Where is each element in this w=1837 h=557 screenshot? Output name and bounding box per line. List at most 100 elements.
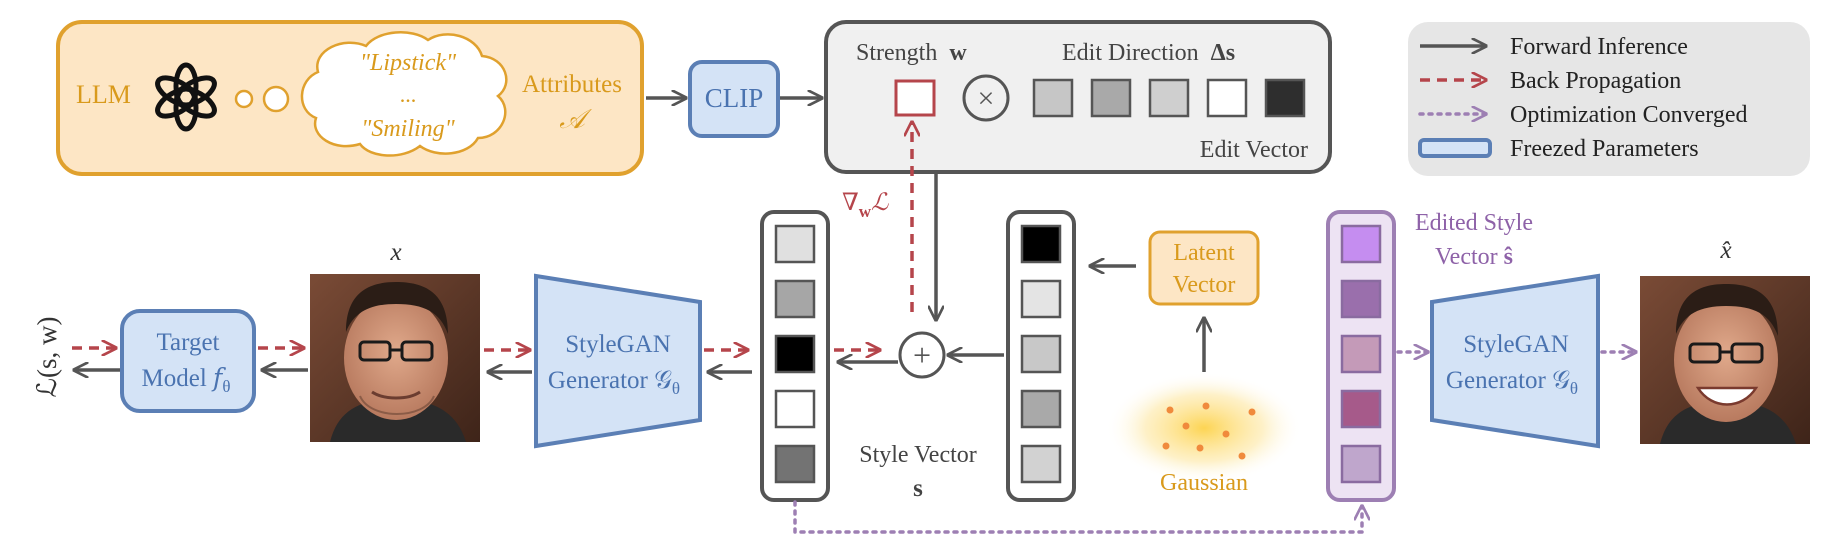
target-model-line1: Target <box>156 329 219 356</box>
edit-vector-panel: Strength w Edit Direction Δs × Edit Vect… <box>824 20 1332 174</box>
gradient-loss: ℒ <box>871 190 889 216</box>
openai-logo-icon <box>155 62 217 132</box>
clip-label: CLIP <box>705 83 764 113</box>
attributes-label: Attributes <box>522 71 622 98</box>
latent-style-cells <box>1020 224 1062 484</box>
latent-cell-4 <box>1020 389 1062 429</box>
style-vector-cell-2 <box>774 279 816 319</box>
legend: Forward Inference Back Propagation Optim… <box>1408 22 1810 176</box>
edit-direction-cell-1 <box>1032 78 1074 118</box>
mouth-shape <box>371 390 421 400</box>
generator-left-sub: θ <box>672 379 680 398</box>
legend-converged-label: Optimization Converged <box>1510 102 1748 128</box>
face-shape <box>344 296 448 420</box>
svg-text:Edit Direction Δs: Edit Direction Δs <box>1062 40 1235 66</box>
output-image-label: x̂ <box>1719 237 1731 264</box>
style-vector-cell-3 <box>774 334 816 374</box>
strength-symbol: w <box>949 40 967 66</box>
shirt-shape <box>330 398 466 442</box>
edited-style-cells <box>1340 224 1382 484</box>
svg-text:Strength w: Strength w <box>856 40 967 66</box>
cloud-line-1: "Lipstick" <box>360 50 457 76</box>
edited-style-cell-4 <box>1340 389 1382 429</box>
llm-panel: LLM "Lipstick" ... "Smiling" Attributes … <box>56 20 644 176</box>
gradient-symbol: ∇ <box>842 190 859 216</box>
input-image-label: x <box>389 239 401 266</box>
thought-bubble-medium <box>262 85 290 113</box>
legend-freezed-label: Freezed Parameters <box>1510 136 1699 162</box>
direction-label: Edit Direction <box>1062 40 1199 66</box>
generator-right-sub: θ <box>1570 379 1578 398</box>
edit-direction-cells <box>1032 78 1306 118</box>
legend-box <box>1408 22 1810 176</box>
edit-direction-cell-5 <box>1264 78 1306 118</box>
style-vector-cell-1 <box>774 224 816 264</box>
svg-text:Generator 𝒢θ: Generator 𝒢θ <box>1446 367 1578 398</box>
edited-style-cell-1 <box>1340 224 1382 264</box>
style-vector-cell-5 <box>774 444 816 484</box>
latent-vector-line1: Latent <box>1173 240 1235 266</box>
latent-vector-box: Latent Vector <box>1148 230 1260 306</box>
hair-shape <box>346 282 448 334</box>
cloud-line-2: ... <box>400 82 417 107</box>
multiply-symbol: × <box>978 82 995 115</box>
edited-style-line1: Edited Style <box>1415 210 1533 236</box>
clip-box: CLIP <box>688 60 780 138</box>
edit-vector-label: Edit Vector <box>1200 137 1308 163</box>
hair-shape-output <box>1676 284 1778 336</box>
generator-right-line2: Generator 𝒢 <box>1446 367 1570 394</box>
gradient-subscript: w <box>859 202 872 221</box>
stylegan-generator-left: StyleGAN Generator 𝒢θ <box>534 273 702 449</box>
output-face-image <box>1640 276 1810 444</box>
legend-forward-label: Forward Inference <box>1510 34 1688 60</box>
direction-symbol: Δs <box>1211 40 1235 66</box>
gaussian-label: Gaussian <box>1160 470 1248 496</box>
beard-shape <box>359 395 435 415</box>
thought-bubble-small <box>234 89 254 109</box>
edit-direction-cell-4 <box>1206 78 1248 118</box>
multiply-circle-icon <box>962 74 1010 122</box>
thought-cloud <box>300 31 508 157</box>
edited-style-cell-2 <box>1340 279 1382 319</box>
edit-direction-cell-3 <box>1148 78 1190 118</box>
latent-vector-line2: Vector <box>1173 272 1236 298</box>
loss-label: ℒ(s, w) <box>32 317 62 398</box>
edited-style-symbol: ŝ <box>1504 244 1513 270</box>
edited-style-line2: Vector <box>1435 244 1498 270</box>
generator-left-line2: Generator 𝒢 <box>548 367 672 394</box>
style-vector-column <box>760 210 830 502</box>
stylegan-generator-right: StyleGAN Generator 𝒢θ <box>1430 273 1600 449</box>
edit-direction-cell-2 <box>1090 78 1132 118</box>
edited-style-column <box>1326 210 1396 502</box>
latent-cell-1 <box>1020 224 1062 264</box>
strength-label: Strength <box>856 40 937 66</box>
shirt-shape-output <box>1660 400 1796 444</box>
generator-right-line1: StyleGAN <box>1463 331 1569 358</box>
svg-text:Model 𝑓θ: Model 𝑓θ <box>142 365 231 396</box>
svg-text:∇wℒ: ∇wℒ <box>842 190 889 221</box>
target-model-line2: Model 𝑓 <box>142 365 227 392</box>
edited-style-cell-5 <box>1340 444 1382 484</box>
svg-text:Generator 𝒢θ: Generator 𝒢θ <box>548 367 680 398</box>
llm-label: LLM <box>76 80 131 109</box>
cloud-line-3: "Smiling" <box>361 116 455 142</box>
latent-cell-3 <box>1020 334 1062 374</box>
latent-style-column <box>1006 210 1076 502</box>
plus-circle-icon <box>898 331 946 379</box>
style-vector-symbol: s <box>913 475 923 502</box>
smile-shape <box>1695 386 1759 406</box>
edited-style-cell-3 <box>1340 334 1382 374</box>
style-vector-label: Style Vector <box>859 442 977 468</box>
style-vector-cells <box>774 224 816 484</box>
gaussian-distribution <box>1106 372 1302 484</box>
target-model-box: Target Model 𝑓θ <box>120 309 256 413</box>
style-vector-cell-4 <box>774 389 816 429</box>
legend-freezed-swatch <box>1418 138 1492 158</box>
strength-cell <box>894 79 936 117</box>
latent-cell-2 <box>1020 279 1062 319</box>
plus-symbol: + <box>913 337 931 373</box>
input-face-image <box>310 274 480 442</box>
arrow-converged-to-edited <box>793 500 1362 534</box>
